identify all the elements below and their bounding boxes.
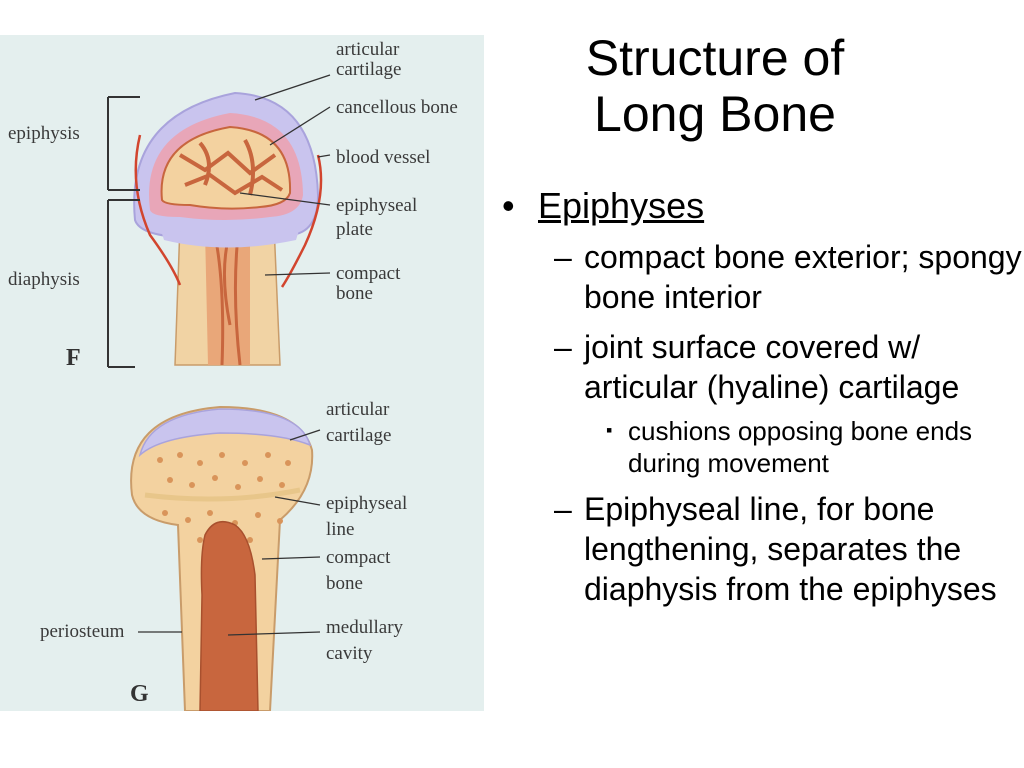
- label-compact-f-2: bone: [336, 283, 373, 304]
- leader-compact-f: [264, 272, 331, 276]
- square-marker: ▪: [606, 420, 613, 440]
- diaphysis-bracket: [107, 199, 140, 368]
- leader-plate: [239, 192, 331, 206]
- leader-medullary: [227, 631, 321, 636]
- label-periosteum: periosteum: [40, 621, 125, 642]
- panel-f: articular cartilage cancellous bone bloo…: [8, 39, 458, 371]
- sub-bullet-text: compact bone exterior; spongy bone inter…: [584, 239, 1022, 315]
- label-epiphyseal-line-1: epiphyseal: [326, 493, 407, 514]
- bone-diagram: articular cartilage cancellous bone bloo…: [0, 35, 484, 712]
- leader-articular-f: [254, 74, 331, 101]
- label-cancellous: cancellous bone: [336, 97, 458, 118]
- bullet-text: Epiphyses: [538, 185, 705, 226]
- dash-marker: –: [554, 239, 572, 275]
- bullet-list: • Epiphyses – compact bone exterior; spo…: [502, 185, 1024, 609]
- sub-bullet-joint: – joint surface covered w/ articular (hy…: [502, 327, 1024, 407]
- medullary-cavity-shape: [199, 520, 259, 712]
- bullet-epiphyses: • Epiphyses: [502, 185, 1024, 227]
- trabeculae: [178, 139, 284, 196]
- panel-g: articular cartilage epiphyseal line comp…: [40, 399, 407, 712]
- label-medullary-1: medullary: [326, 617, 404, 638]
- epiphysis-bracket: [107, 96, 140, 191]
- bullet-marker: •: [502, 185, 515, 226]
- label-compact-f-1: compact: [336, 263, 401, 284]
- label-diaphysis: diaphysis: [8, 269, 80, 290]
- panel-f-letter: F: [66, 345, 81, 371]
- leader-epiphyseal-line: [274, 496, 321, 506]
- blood-vessel-right: [280, 154, 323, 288]
- label-compact-g-2: bone: [326, 573, 363, 594]
- label-plate-2: plate: [336, 219, 373, 240]
- label-epiphysis: epiphysis: [8, 123, 80, 144]
- long-bone-figure: articular cartilage cancellous bone bloo…: [0, 35, 484, 712]
- epiphyseal-plate-band: [160, 227, 300, 248]
- sub-bullet-epiphyseal-line: – Epiphyseal line, for bone lengthening,…: [502, 489, 1024, 609]
- shaft-interior: [205, 230, 250, 365]
- label-articular-f-1: articular: [336, 39, 400, 60]
- sub-bullet-compact: – compact bone exterior; spongy bone int…: [502, 237, 1024, 317]
- panel-g-letter: G: [130, 681, 149, 707]
- leader-articular-g: [289, 429, 321, 441]
- dash-marker: –: [554, 491, 572, 527]
- sub-sub-bullet-text: cushions opposing bone ends during movem…: [628, 416, 973, 478]
- sub-bullet-text: joint surface covered w/ articular (hyal…: [584, 329, 960, 405]
- label-compact-g-1: compact: [326, 547, 391, 568]
- label-articular-g-1: articular: [326, 399, 390, 420]
- leader-cancellous: [269, 106, 331, 146]
- epiphyseal-line-band: [144, 487, 301, 502]
- label-blood-vessel: blood vessel: [336, 147, 430, 168]
- title-line-1: Structure of: [585, 30, 845, 86]
- sub-bullet-text: Epiphyseal line, for bone lengthening, s…: [584, 491, 997, 607]
- leader-blood-vessel: [317, 154, 331, 158]
- label-plate-1: epiphyseal: [336, 195, 417, 216]
- title-line-2: Long Bone: [594, 86, 836, 142]
- sub-sub-bullet-cushions: ▪ cushions opposing bone ends during mov…: [502, 415, 1024, 479]
- leader-compact-g: [261, 556, 321, 560]
- label-articular-g-2: cartilage: [326, 425, 391, 446]
- label-epiphyseal-line-2: line: [326, 519, 355, 540]
- blood-vessel-left: [134, 134, 182, 286]
- articular-cartilage-g: [138, 408, 312, 458]
- label-medullary-2: cavity: [326, 643, 373, 664]
- slide-title: Structure of Long Bone: [490, 30, 940, 142]
- cancellous-bone-region: [160, 125, 292, 210]
- label-articular-f-2: cartilage: [336, 59, 401, 80]
- dash-marker: –: [554, 329, 572, 365]
